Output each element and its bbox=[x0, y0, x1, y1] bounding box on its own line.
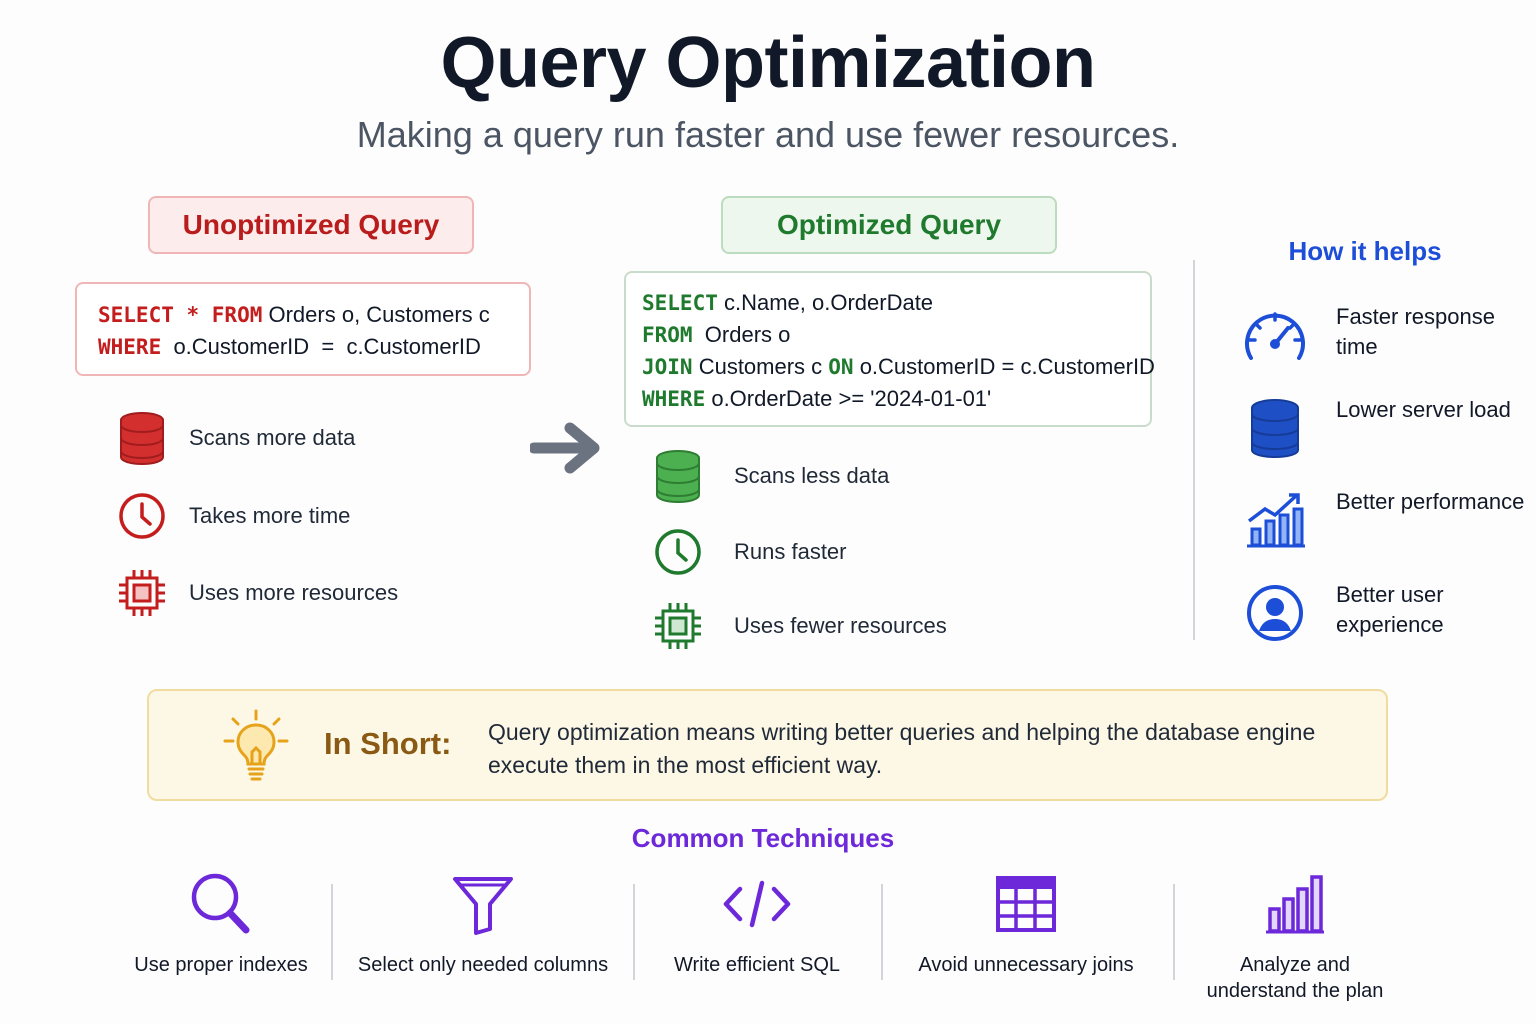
technique-label: Analyze and understand the plan bbox=[1206, 954, 1384, 1002]
technique-label: Select only needed columns bbox=[357, 954, 609, 976]
bar-chart-icon bbox=[1195, 868, 1395, 940]
feature-label: Takes more time bbox=[189, 503, 351, 528]
code-line: SELECT c.Name, o.OrderDate bbox=[642, 287, 1150, 319]
feature-label: Scans less data bbox=[734, 463, 890, 488]
optimized-feature-scan: Scans less data bbox=[650, 448, 889, 504]
sql-keyword: WHERE bbox=[642, 387, 706, 411]
user-icon bbox=[1240, 578, 1310, 648]
chip-icon bbox=[114, 565, 170, 621]
page-subtitle: Making a query run faster and use fewer … bbox=[356, 114, 1180, 155]
table-icon bbox=[898, 868, 1154, 940]
technique-divider bbox=[1173, 884, 1175, 980]
benefits-title: How it helps bbox=[1288, 236, 1442, 266]
unoptimized-code-block: SELECT * FROM Orders o, Customers c WHER… bbox=[75, 282, 531, 376]
technique-item: Write efficient SQL bbox=[650, 868, 864, 1008]
code-text: Orders o, Customers c bbox=[262, 302, 490, 327]
summary-box: In Short: Query optimization means writi… bbox=[147, 689, 1388, 801]
feature-label: Scans more data bbox=[189, 425, 356, 450]
technique-label: Avoid unnecessary joins bbox=[918, 954, 1134, 976]
database-icon bbox=[114, 410, 170, 466]
code-text: c.Name, o.OrderDate bbox=[717, 290, 934, 315]
summary-heading: In Short: bbox=[324, 726, 452, 761]
benefit-label: Better user experience bbox=[1336, 582, 1444, 637]
technique-item: Select only needed columns bbox=[348, 868, 618, 1008]
technique-divider bbox=[881, 884, 883, 980]
technique-label: Write efficient SQL bbox=[674, 954, 840, 976]
technique-divider bbox=[331, 884, 333, 980]
code-text: Orders o bbox=[692, 322, 791, 347]
benefit-label: Better performance bbox=[1336, 489, 1525, 514]
technique-item: Analyze and understand the plan bbox=[1195, 868, 1395, 1008]
benefit-item: Better user experience bbox=[1240, 578, 1530, 648]
filter-icon bbox=[348, 868, 618, 940]
technique-label: Use proper indexes bbox=[134, 954, 308, 976]
optimized-code-block: SELECT c.Name, o.OrderDate FROM Orders o… bbox=[624, 271, 1155, 427]
optimized-feature-resources: Uses fewer resources bbox=[650, 598, 947, 654]
code-text: o.CustomerID = c.CustomerID bbox=[161, 334, 481, 359]
code-line: JOIN Customers c ON o.CustomerID = c.Cus… bbox=[642, 351, 1155, 383]
clock-icon bbox=[650, 524, 706, 580]
benefit-item: Lower server load bbox=[1240, 393, 1530, 463]
summary-text: Query optimization means writing better … bbox=[488, 719, 1316, 778]
unoptimized-query-label: Unoptimized Query bbox=[148, 196, 474, 254]
database-icon bbox=[1240, 393, 1310, 463]
lightbulb-icon bbox=[221, 707, 291, 788]
code-text: Customers c bbox=[692, 354, 829, 379]
feature-label: Runs faster bbox=[734, 539, 847, 564]
code-icon bbox=[650, 868, 864, 940]
feature-label: Uses fewer resources bbox=[734, 613, 947, 638]
optimized-query-label: Optimized Query bbox=[721, 196, 1057, 254]
section-divider bbox=[1193, 260, 1195, 640]
technique-divider bbox=[633, 884, 635, 980]
code-text: o.CustomerID = c.CustomerID bbox=[853, 354, 1155, 379]
chip-icon bbox=[650, 598, 706, 654]
benefit-label: Lower server load bbox=[1336, 397, 1511, 422]
page-title: Query Optimization bbox=[440, 23, 1096, 103]
arrow-right-icon bbox=[528, 420, 604, 481]
code-line: SELECT * FROM Orders o, Customers c bbox=[98, 299, 529, 331]
sql-keyword: SELECT * FROM bbox=[98, 303, 263, 327]
feature-label: Uses more resources bbox=[189, 580, 399, 605]
sql-keyword: ON bbox=[828, 355, 854, 379]
speedometer-icon bbox=[1240, 300, 1310, 370]
unoptimized-feature-time: Takes more time bbox=[114, 488, 350, 544]
optimized-feature-time: Runs faster bbox=[650, 524, 847, 580]
code-text: o.OrderDate >= '2024-01-01' bbox=[705, 386, 992, 411]
benefit-item: Faster response time bbox=[1240, 300, 1530, 370]
growth-chart-icon bbox=[1240, 485, 1310, 555]
technique-item: Use proper indexes bbox=[125, 868, 317, 1008]
clock-icon bbox=[114, 488, 170, 544]
code-line: WHERE o.OrderDate >= '2024-01-01' bbox=[642, 383, 1150, 415]
code-line: WHERE o.CustomerID = c.CustomerID bbox=[98, 331, 529, 363]
unoptimized-feature-scan: Scans more data bbox=[114, 410, 355, 466]
technique-item: Avoid unnecessary joins bbox=[898, 868, 1154, 1008]
benefit-label: Faster response time bbox=[1336, 304, 1495, 359]
sql-keyword: FROM bbox=[642, 323, 693, 347]
benefit-item: Better performance bbox=[1240, 485, 1530, 555]
code-line: FROM Orders o bbox=[642, 319, 1150, 351]
techniques-title: Common Techniques bbox=[631, 823, 895, 853]
magnifier-icon bbox=[125, 868, 317, 940]
sql-keyword: WHERE bbox=[98, 335, 162, 359]
sql-keyword: JOIN bbox=[642, 355, 693, 379]
unoptimized-feature-resources: Uses more resources bbox=[114, 565, 398, 621]
database-icon bbox=[650, 448, 706, 504]
sql-keyword: SELECT bbox=[642, 291, 718, 315]
